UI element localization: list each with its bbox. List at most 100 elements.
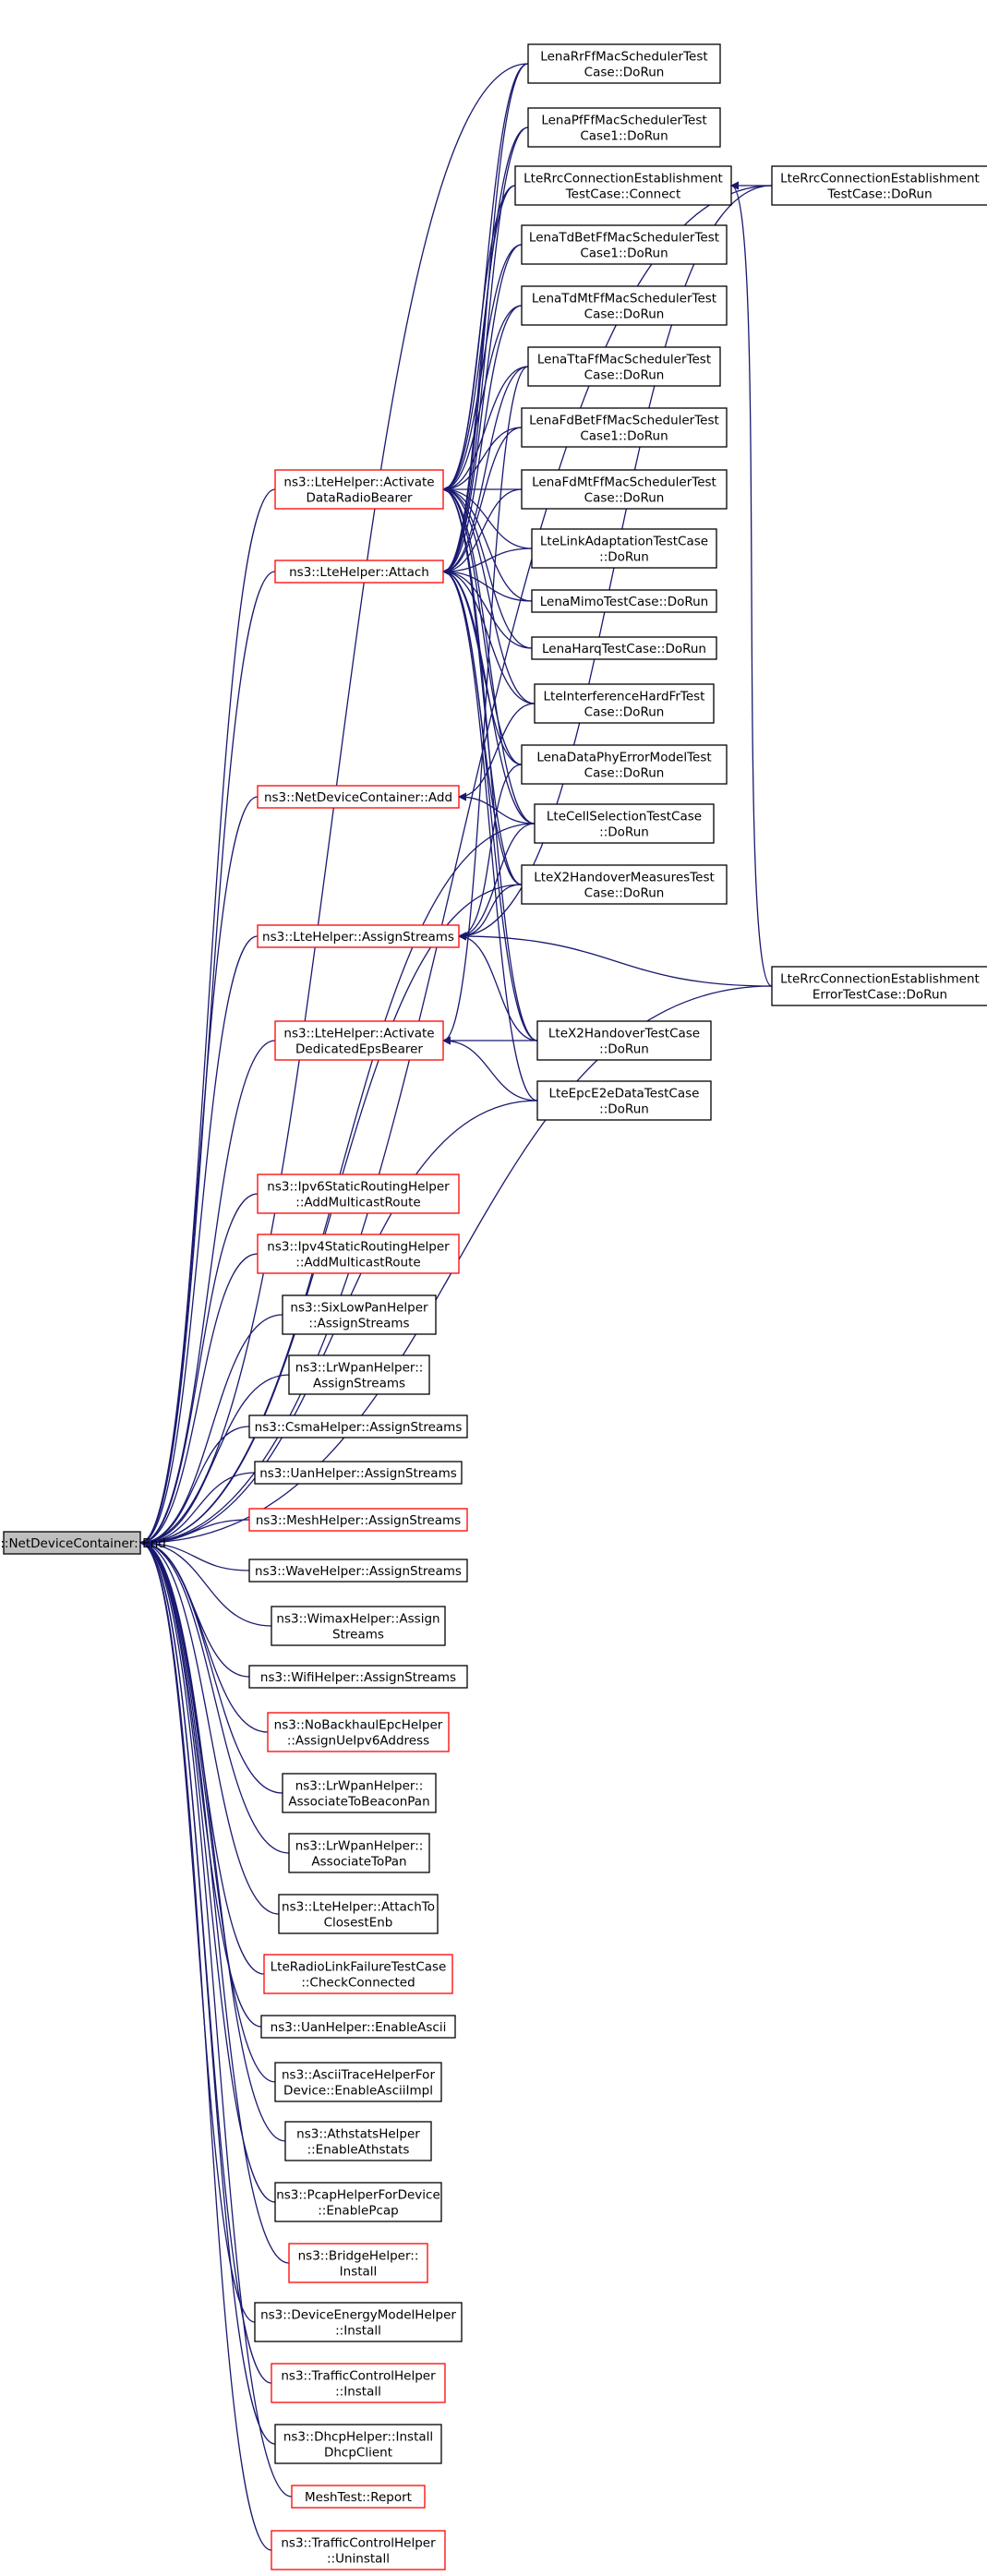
node-csma[interactable]: ns3::CsmaHelper::AssignStreams <box>248 1414 468 1438</box>
node-ascii-trace[interactable]: ns3::AsciiTraceHelperForDevice::EnableAs… <box>274 2062 442 2102</box>
node-lte-cellsel[interactable]: LteCellSelectionTestCase::DoRun <box>534 803 715 844</box>
node-box <box>271 2530 446 2570</box>
node-lte-x2ho[interactable]: LteX2HandoverTestCase::DoRun <box>536 1020 712 1061</box>
node-label: ::AddMulticastRoute <box>295 1256 420 1270</box>
edge-lte-activate-drb-to-root <box>139 488 276 1547</box>
node-label: ns3::UanHelper::EnableAscii <box>271 2020 447 2035</box>
node-lrwpan-beacon[interactable]: ns3::LrWpanHelper::AssociateToBeaconPan <box>282 1773 437 1813</box>
node-label: LteEpcE2eDataTestCase <box>549 1087 700 1101</box>
edge-lena-tdmt-to-lte-attach <box>442 305 523 576</box>
node-lte-rrc-err[interactable]: LteRrcConnectionEstablishmentErrorTestCa… <box>771 966 987 1006</box>
node-lte-epce2e[interactable]: LteEpcE2eDataTestCase::DoRun <box>536 1080 712 1121</box>
node-box <box>274 2182 442 2222</box>
node-wimax-as[interactable]: ns3::WimaxHelper::AssignStreams <box>271 1606 446 1646</box>
node-label: ::DoRun <box>599 825 649 840</box>
node-wave-as[interactable]: ns3::WaveHelper::AssignStreams <box>248 1559 468 1583</box>
edge-uan-as-to-root <box>139 1472 256 1547</box>
node-label: LenaTdBetFfMacSchedulerTest <box>529 231 719 246</box>
node-energy[interactable]: ns3::DeviceEnergyModelHelper::Install <box>254 2302 463 2342</box>
node-box <box>282 1294 437 1335</box>
node-label: LenaFdMtFfMacSchedulerTest <box>532 475 716 490</box>
node-label: ns3::WifiHelper::AssignStreams <box>260 1670 456 1685</box>
edge-lena-tdbet-to-lte-activate-drb <box>442 244 523 494</box>
edge-lte-epce2e-to-lte-activate-deb <box>442 1036 538 1101</box>
edge-athstats-to-root <box>139 1538 286 2142</box>
node-box <box>260 2015 456 2039</box>
node-box <box>527 346 721 387</box>
node-label: Case::DoRun <box>584 886 665 901</box>
node-lte-assign-streams[interactable]: ns3::LteHelper::AssignStreams <box>257 924 460 948</box>
node-box <box>267 1712 450 1752</box>
node-tc-uninstall[interactable]: ns3::TrafficControlHelper::Uninstall <box>271 2530 446 2570</box>
node-uan-ascii[interactable]: ns3::UanHelper::EnableAscii <box>260 2015 456 2039</box>
node-box <box>274 2062 442 2102</box>
node-root[interactable]: ns3::NetDeviceContainer::End <box>0 1531 166 1555</box>
edge-lena-tta-to-lte-attach <box>442 366 529 576</box>
node-label: ::EnablePcap <box>318 2204 399 2219</box>
nodes: ns3::NetDeviceContainer::Endns3::LteHelp… <box>0 43 987 2570</box>
node-mesh-as[interactable]: ns3::MeshHelper::AssignStreams <box>248 1508 468 1532</box>
node-label: LenaTdMtFfMacSchedulerTest <box>532 292 716 307</box>
node-label: ClosestEnb <box>324 1916 393 1931</box>
node-box <box>263 1954 453 1994</box>
node-box <box>521 407 728 448</box>
node-nobackhaul[interactable]: ns3::NoBackhaulEpcHelper::AssignUeIpv6Ad… <box>267 1712 450 1752</box>
node-sixlowpan[interactable]: ns3::SixLowPanHelper::AssignStreams <box>282 1294 437 1335</box>
node-label: Device::EnableAsciiImpl <box>283 2084 433 2099</box>
node-lena-mimo[interactable]: LenaMimoTestCase::DoRun <box>531 589 717 613</box>
node-lte-activate-deb[interactable]: ns3::LteHelper::ActivateDedicatedEpsBear… <box>274 1020 444 1061</box>
node-lte-rrc-dorun[interactable]: LteRrcConnectionEstablishmentTestCase::D… <box>771 165 987 206</box>
node-label: MeshTest::Report <box>305 2490 412 2505</box>
node-label: ns3::NetDeviceContainer::Add <box>264 790 452 805</box>
node-box <box>531 589 717 613</box>
node-ndc-add[interactable]: ns3::NetDeviceContainer::Add <box>257 785 460 809</box>
node-lena-harq[interactable]: LenaHarqTestCase::DoRun <box>531 636 717 660</box>
node-tc-install[interactable]: ns3::TrafficControlHelper::Install <box>271 2363 446 2403</box>
node-label: ns3::Ipv6StaticRoutingHelper <box>267 1180 450 1195</box>
edge-lena-tta-to-lte-activate-drb <box>442 366 529 494</box>
node-meshtest[interactable]: MeshTest::Report <box>291 2485 426 2509</box>
node-lte-attach[interactable]: ns3::LteHelper::Attach <box>274 560 444 584</box>
edge-lte-link-adapt-to-lte-attach <box>442 548 533 576</box>
node-lte-rlf[interactable]: LteRadioLinkFailureTestCase::CheckConnec… <box>263 1954 453 1994</box>
node-box <box>271 1606 446 1646</box>
node-ipv4-static[interactable]: ns3::Ipv4StaticRoutingHelper::AddMultica… <box>257 1234 460 1274</box>
node-box <box>248 1559 468 1583</box>
node-lte-rrc-connect[interactable]: LteRrcConnectionEstablishmentTestCase::C… <box>514 165 732 206</box>
node-label: LenaTtaFfMacSchedulerTest <box>537 353 711 367</box>
node-label: ns3::LteHelper::Attach <box>289 565 429 580</box>
node-bridge[interactable]: ns3::BridgeHelper::Install <box>288 2243 428 2283</box>
node-box <box>257 1234 460 1274</box>
node-box <box>288 1354 430 1395</box>
node-label: ns3::BridgeHelper:: <box>298 2249 419 2264</box>
node-lte-link-adapt[interactable]: LteLinkAdaptationTestCase::DoRun <box>531 528 717 569</box>
node-pcap[interactable]: ns3::PcapHelperForDevice::EnablePcap <box>274 2182 442 2222</box>
node-lrwpan-as[interactable]: ns3::LrWpanHelper::AssignStreams <box>288 1354 430 1395</box>
edge-lte-rrc-err-to-lte-rrc-connect <box>730 181 773 987</box>
node-ipv6-static[interactable]: ns3::Ipv6StaticRoutingHelper::AddMultica… <box>257 1174 460 1214</box>
node-lrwpan-pan[interactable]: ns3::LrWpanHelper::AssociateToPan <box>288 1833 430 1873</box>
node-uan-as[interactable]: ns3::UanHelper::AssignStreams <box>254 1461 463 1485</box>
node-athstats[interactable]: ns3::AthstatsHelper::EnableAthstats <box>284 2121 432 2161</box>
node-box <box>274 469 444 510</box>
node-wifi-as[interactable]: ns3::WifiHelper::AssignStreams <box>248 1665 468 1689</box>
node-box <box>254 2302 463 2342</box>
node-box <box>254 1461 463 1485</box>
node-label: LteX2HandoverTestCase <box>548 1027 700 1041</box>
edge-lte-x2ho-to-lte-assign-streams <box>458 932 538 1041</box>
edge-lte-rrc-connect-to-lte-activate-drb <box>442 185 516 494</box>
